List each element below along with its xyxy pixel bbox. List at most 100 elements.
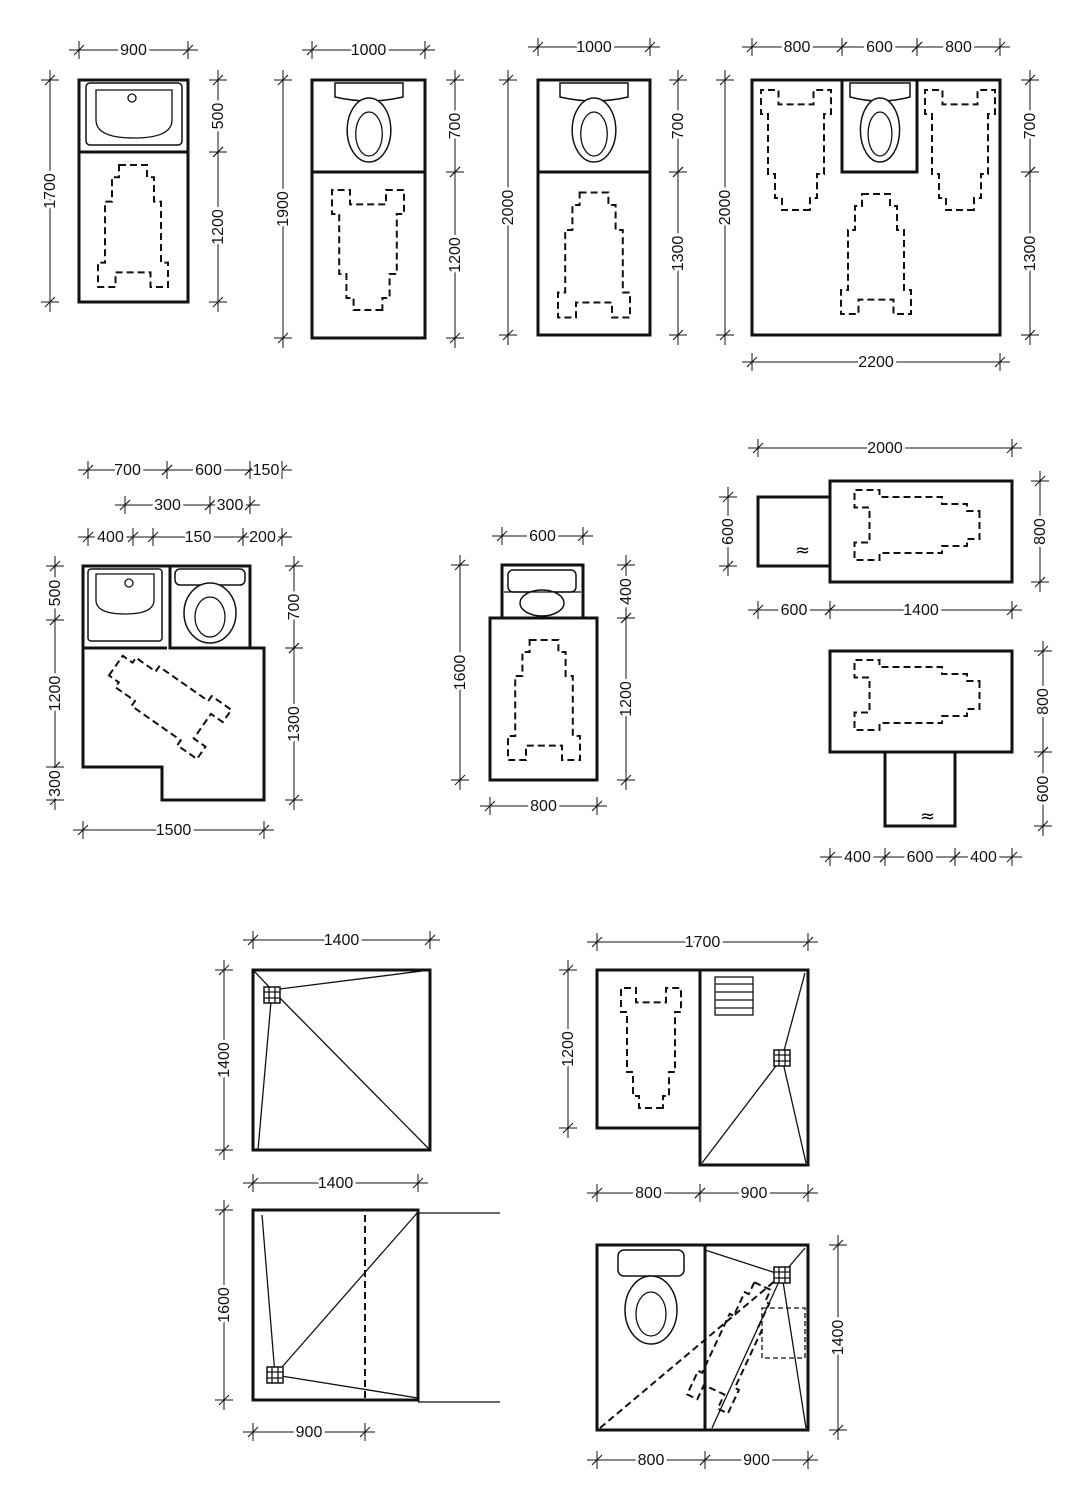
dimension: 800 [587,1449,715,1472]
dimension-label: 1900 [275,191,292,227]
dimension-label: 400 [97,529,124,546]
plan-wc-2200x2000 [750,78,1002,337]
dimension-tick [1024,74,1036,86]
adjoining-walls [418,1212,500,1403]
dimension-tick [49,761,61,773]
dimension-label: 800 [1032,518,1049,545]
toilet-icon [559,82,629,163]
dimension-tick [1024,329,1036,341]
dimension: 400 [945,846,1022,869]
floor-drain-icon [773,1266,791,1284]
wheelchair-space-icon [760,89,832,211]
bathtub [883,750,957,828]
dimension-tick [672,166,684,178]
dimension-tick [218,964,230,976]
dimension-tick [1006,851,1018,863]
dimension: 2000 [497,70,520,345]
dimension-label: 2200 [858,354,894,371]
dimension-tick [722,560,734,572]
wheelchair-space-icon [107,654,233,761]
dimension-label: 1200 [447,237,464,273]
dimension-tick [591,936,603,948]
dimension-tick [449,74,461,86]
dimension-tick [119,499,131,511]
dimension: 600 [157,459,260,482]
wheelchair-space-icon [507,639,581,761]
dimension-label: 500 [210,103,227,130]
dimension: 900 [243,1421,375,1444]
dimension-label: 1200 [47,676,64,712]
dimension-tick [49,614,61,626]
dimension-tick [722,491,734,503]
wheelchair-space-icon [685,1280,772,1415]
dimension-label: 400 [844,849,871,866]
dimension-tick [802,936,814,948]
dimension-tick [620,774,632,786]
dimension-tick [44,296,56,308]
dimension-label: 150 [185,529,212,546]
dimension-label: 800 [530,798,557,815]
dimension-tick [591,1454,603,1466]
dimension-tick [276,531,288,543]
dimension: 150 [240,459,292,482]
dimension-label: 400 [970,849,997,866]
dimension-tick [620,612,632,624]
dimension-label: 1400 [216,1042,233,1078]
dimension-tick [212,296,224,308]
dimension-tick [752,442,764,454]
dimension-label: 900 [741,1185,768,1202]
dimension-label: 300 [154,497,181,514]
dimension-tick [306,44,318,56]
swing-line [599,1274,783,1429]
dimension: 1700 [587,931,818,954]
dimension: 300 [200,494,260,517]
plan-wc-l-shaped [81,564,266,802]
dimension-tick [824,604,836,616]
dimension-tick [218,1394,230,1406]
dimension-label: 700 [1022,113,1039,140]
dimension-tick [746,41,758,53]
dimension-tick [49,794,61,806]
dimension-tick [484,800,496,812]
room-outline [750,78,1002,337]
dimension-tick [832,1424,844,1436]
dimension-label: 700 [286,594,303,621]
dimension-label: 600 [529,528,556,545]
dimension-tick [746,356,758,368]
toilet-icon [617,1249,685,1345]
dimension-tick [419,44,431,56]
dimension-tick [1034,576,1046,588]
dimension-tick [994,41,1006,53]
dimension-label: 1300 [670,236,687,272]
floor-drain-icon [266,1366,284,1384]
washbasin-icon [85,82,183,146]
dimension-label: 700 [114,462,141,479]
dimension-label: 300 [47,770,64,797]
dimension-label: 1200 [618,681,635,717]
dimension: 1400 [820,599,1022,622]
dimension-tick [449,332,461,344]
dimension-tick [288,560,300,572]
toilet-icon [174,568,246,644]
dimension-tick [911,41,923,53]
dimension-tick [1037,645,1049,657]
dimension-tick [82,531,94,543]
dimension: 600 [1032,742,1055,836]
dimension-label: 1400 [324,932,360,949]
dimension: 1600 [213,1200,236,1410]
wheelchair-space-icon [840,193,912,315]
dimension-tick [1006,604,1018,616]
room-outline [595,1243,810,1432]
dimension-tick [620,559,632,571]
wheelchair-space-icon [331,189,405,311]
dimension-tick [1037,746,1049,758]
dimension-tick [73,44,85,56]
dimension-label: 400 [618,578,635,605]
plan-wc-1000x2000 [536,78,652,337]
dimension: 2200 [742,351,1010,374]
dimension-tick [824,851,836,863]
dimension-tick [412,1177,424,1189]
wheelchair-space-icon [853,489,981,561]
dimension: 600 [875,846,965,869]
